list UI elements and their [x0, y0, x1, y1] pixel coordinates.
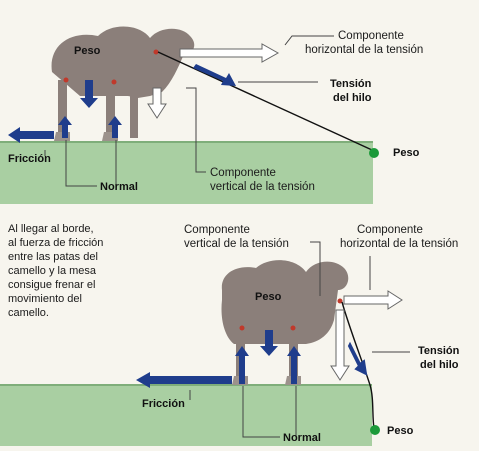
- caption-line-1: Al llegar al borde,: [8, 223, 94, 235]
- label-friccion: Fricción: [8, 153, 51, 165]
- caption-line-6: movimiento del: [8, 293, 82, 305]
- caption-line-3: entre las patas del: [8, 251, 98, 263]
- label-tension: Tensión: [330, 78, 372, 90]
- horizontal-component-arrow: [180, 44, 278, 62]
- label-componente-horizontal: Componente: [338, 30, 404, 42]
- table-top: [0, 142, 373, 204]
- camel-figure: [52, 26, 195, 141]
- label-peso-body: Peso: [74, 45, 101, 57]
- label-friccion-bottom: Fricción: [142, 398, 185, 410]
- label-peso-weight-bottom: Peso: [387, 425, 414, 437]
- diagram-top: Peso Componente horizontal de la tensión…: [0, 26, 423, 204]
- label-tension-bottom: Tensión: [418, 345, 460, 357]
- caption-line-5: consigue frenar el: [8, 279, 95, 291]
- tension-arrow: [193, 64, 236, 86]
- horizontal-component-arrow-bottom: [344, 291, 402, 309]
- label-componente-vertical-2-bottom: vertical de la tensión: [184, 238, 289, 250]
- friction-arrow: [8, 127, 54, 143]
- diagram-bottom: Al llegar al borde, al fuerza de fricció…: [0, 223, 460, 446]
- label-normal-bottom: Normal: [283, 432, 321, 444]
- label-tension-2: del hilo: [333, 92, 372, 104]
- label-componente-vertical-2: vertical de la tensión: [210, 181, 315, 193]
- label-peso-body-bottom: Peso: [255, 291, 282, 303]
- caption-line-2: al fuerza de fricción: [8, 237, 103, 249]
- label-componente-vertical-bottom: Componente: [184, 224, 250, 236]
- label-componente-horizontal-bottom: Componente: [357, 224, 423, 236]
- label-normal: Normal: [100, 181, 138, 193]
- caption-line-4: camello y la mesa: [8, 265, 97, 277]
- label-componente-vertical: Componente: [210, 167, 276, 179]
- hanging-weight-bottom: [370, 425, 380, 435]
- label-componente-horizontal-2-bottom: horizontal de la tensión: [340, 238, 458, 250]
- hanging-weight: [369, 148, 379, 158]
- label-peso-weight: Peso: [393, 147, 420, 159]
- label-tension-2-bottom: del hilo: [420, 359, 459, 371]
- label-componente-horizontal-2: horizontal de la tensión: [305, 44, 423, 56]
- caption-line-7: camello.: [8, 307, 49, 319]
